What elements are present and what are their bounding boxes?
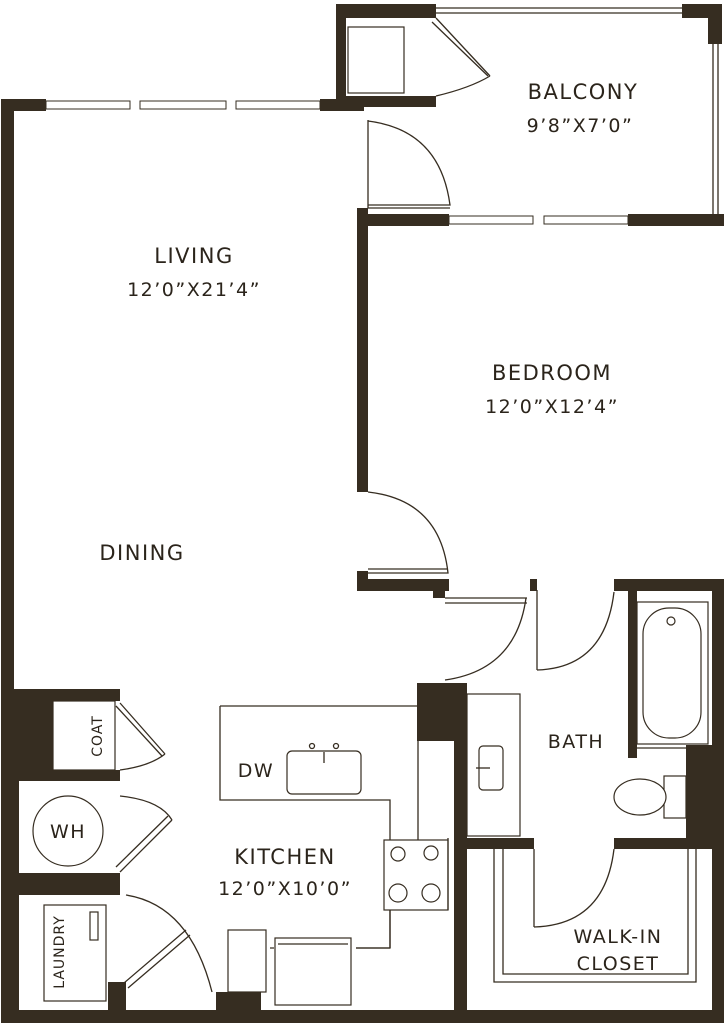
walls — [1, 4, 724, 1023]
wall-bath-east-block — [686, 745, 724, 849]
wall-bedroom-top-right — [628, 214, 724, 226]
dining-name: DINING — [99, 541, 184, 565]
wall-bath-west — [454, 683, 467, 1022]
wh-door-leaf — [115, 815, 169, 868]
burner-3 — [388, 883, 408, 903]
wall-kitchen-bottom — [216, 992, 261, 1022]
kitchen-name: KITCHEN — [234, 845, 336, 869]
balcony-size: 9’8”X7’0” — [527, 115, 634, 137]
window-living-2 — [139, 100, 227, 110]
wall-north-living — [1, 99, 46, 111]
dw-label: DW — [238, 760, 274, 782]
living-name: LIVING — [154, 244, 233, 268]
bedroom-size: 12’0”X12’4” — [485, 396, 619, 418]
room-labels: BALCONY 9’8”X7’0” LIVING 12’0”X21’4” BED… — [50, 80, 663, 989]
living-size: 12’0”X21’4” — [127, 279, 261, 301]
wall-living-bedroom-a — [357, 208, 368, 492]
wall-bedroom-bottom-d — [433, 588, 445, 598]
refrigerator — [274, 937, 352, 1006]
walkin-line1: WALK-IN — [574, 926, 663, 948]
bedroom-name: BEDROOM — [492, 361, 612, 385]
wall-wh-bottom — [1, 873, 120, 895]
wh-door — [119, 795, 173, 873]
wall-balcony-corner-post — [708, 4, 722, 44]
coat-label: COAT — [90, 715, 106, 757]
storage-closet — [347, 26, 405, 94]
pantry — [227, 929, 267, 993]
sink-faucet-l — [308, 742, 316, 750]
wall-bath-closet-a — [454, 838, 534, 849]
bathtub-basin — [642, 607, 702, 739]
windows — [45, 7, 719, 225]
laundry-label: LAUNDRY — [52, 915, 68, 989]
burner-4 — [421, 883, 441, 903]
wall-bedroom-bottom-b — [530, 579, 537, 591]
toilet-tank — [663, 775, 687, 819]
coat-closet-rod — [52, 700, 116, 771]
burner-2 — [423, 845, 439, 861]
toilet-bowl — [613, 778, 667, 816]
kitchen-size: 12’0”X10’0” — [218, 878, 352, 900]
water-heater — [32, 795, 104, 867]
wall-coat-top — [1, 689, 120, 701]
tub-drain — [666, 616, 676, 626]
kitchen-island-counter — [219, 705, 418, 949]
storage-door — [435, 17, 491, 97]
wh-label: WH — [50, 821, 86, 843]
window-bedroom-1 — [448, 215, 534, 225]
wall-tub-left — [628, 582, 637, 758]
utility-fixtures — [32, 700, 116, 1002]
walkin-line2: CLOSET — [577, 953, 660, 975]
storage-door-leaf — [431, 21, 489, 77]
wall-closet-column — [1, 689, 53, 775]
bath-name: BATH — [548, 731, 604, 753]
bedroom-door — [367, 491, 449, 574]
bath-fixtures — [466, 601, 709, 983]
washer-dryer-inner — [89, 911, 99, 941]
wall-wh-left — [1, 770, 19, 1022]
laundry-door — [123, 894, 213, 993]
kitchen-fixtures — [219, 705, 449, 1006]
wall-bedroom-top-left — [357, 214, 449, 226]
coat-door — [119, 702, 166, 771]
wall-bath-closet-b — [614, 838, 724, 849]
wall-storage-bottom — [336, 96, 436, 107]
closet-door — [533, 848, 615, 928]
wall-bedroom-bottom-c — [614, 579, 724, 591]
closet-shelf — [493, 849, 697, 983]
window-bedroom-2 — [543, 215, 629, 225]
wall-laundry-post — [108, 982, 126, 1022]
wall-storage-top — [336, 4, 436, 18]
linen-door — [536, 590, 615, 671]
doors — [115, 17, 615, 993]
window-living-1 — [45, 100, 131, 110]
bath-door — [444, 597, 527, 681]
window-living-3 — [235, 100, 321, 110]
coat-door-leaf — [115, 705, 163, 757]
kitchen-sink — [286, 750, 362, 795]
counter-right — [389, 838, 449, 948]
balcony-name: BALCONY — [528, 80, 639, 104]
sink-faucet-r — [332, 742, 340, 750]
balcony-door — [367, 120, 451, 208]
burner-1 — [390, 846, 406, 862]
wall-storage-left — [336, 4, 346, 111]
wall-bedroom-bottom-a — [357, 579, 449, 591]
wall-south — [1, 1010, 723, 1023]
wall-coat-bottom — [1, 770, 120, 781]
